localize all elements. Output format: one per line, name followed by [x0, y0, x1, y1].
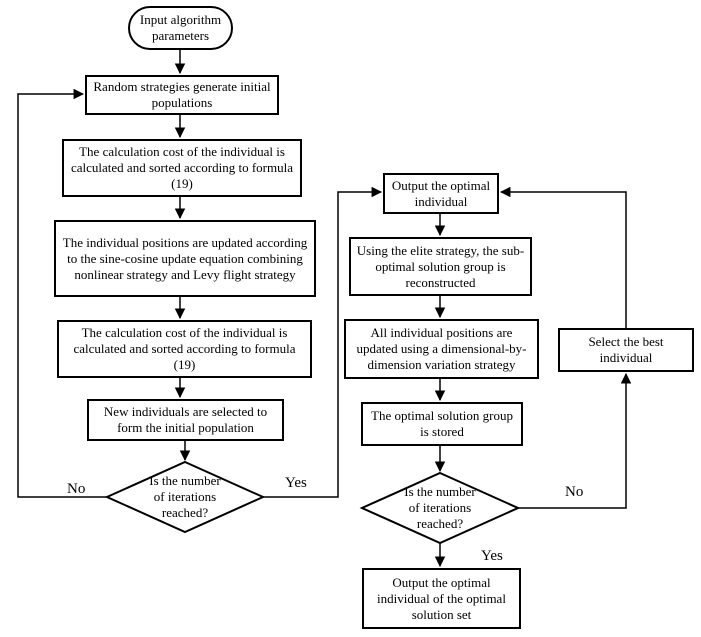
- elite-strategy-box: Using the elite strategy, the sub-optima…: [349, 237, 532, 296]
- select-best-box: Select the best individual: [558, 328, 694, 372]
- arrow-select-best-to-output: [499, 186, 627, 328]
- decision-1-diamond: [104, 460, 266, 534]
- calc-cost-2-box: The calculation cost of the individual i…: [57, 320, 312, 378]
- decision-2-label: Is the number of iterations reached?: [362, 484, 518, 531]
- store-group-box: The optimal solution group is stored: [361, 402, 523, 446]
- input-params-text: Input algorithm parameters: [139, 12, 222, 43]
- random-init-text: Random strategies generate initial popul…: [93, 79, 271, 110]
- calc-cost-2-text: The calculation cost of the individual i…: [73, 325, 296, 372]
- update-positions-text: The individual positions are updated acc…: [62, 234, 308, 282]
- final-output-text: Output the optimal individual of the opt…: [377, 574, 506, 622]
- random-init-box: Random strategies generate initial popul…: [85, 75, 279, 115]
- output-optimal-box: Output the optimal individual: [383, 173, 499, 214]
- edge-label-yes-2: Yes: [481, 548, 503, 564]
- dimension-variation-text: All individual positions are updated usi…: [356, 325, 527, 372]
- input-params-terminal: Input algorithm parameters: [128, 6, 233, 50]
- edge-label-yes-1: Yes: [285, 475, 307, 491]
- arrow-decision2-no: [518, 372, 632, 509]
- select-new-box: New individuals are selected to form the…: [87, 399, 284, 441]
- decision-1-text: Is the number of iterations reached?: [149, 473, 221, 520]
- decision-1-label: Is the number of iterations reached?: [107, 473, 263, 520]
- select-best-text: Select the best individual: [588, 334, 664, 365]
- output-optimal-text: Output the optimal individual: [391, 177, 491, 209]
- arrow-decision1-no-loop: [17, 88, 107, 498]
- calc-cost-1-text: The calculation cost of the individual i…: [71, 144, 293, 191]
- decision-2-text: Is the number of iterations reached?: [404, 484, 476, 531]
- store-group-text: The optimal solution group is stored: [371, 408, 513, 439]
- edge-label-no-1: No: [67, 481, 86, 497]
- dimension-variation-box: All individual positions are updated usi…: [344, 319, 539, 379]
- calc-cost-1-box: The calculation cost of the individual i…: [62, 139, 302, 197]
- update-positions-box: The individual positions are updated acc…: [54, 220, 316, 297]
- final-output-box: Output the optimal individual of the opt…: [362, 568, 521, 629]
- arrow-decision1-yes: [263, 186, 383, 498]
- elite-strategy-text: Using the elite strategy, the sub-optima…: [356, 242, 525, 290]
- select-new-text: New individuals are selected to form the…: [103, 404, 268, 435]
- edge-label-no-2: No: [565, 484, 584, 500]
